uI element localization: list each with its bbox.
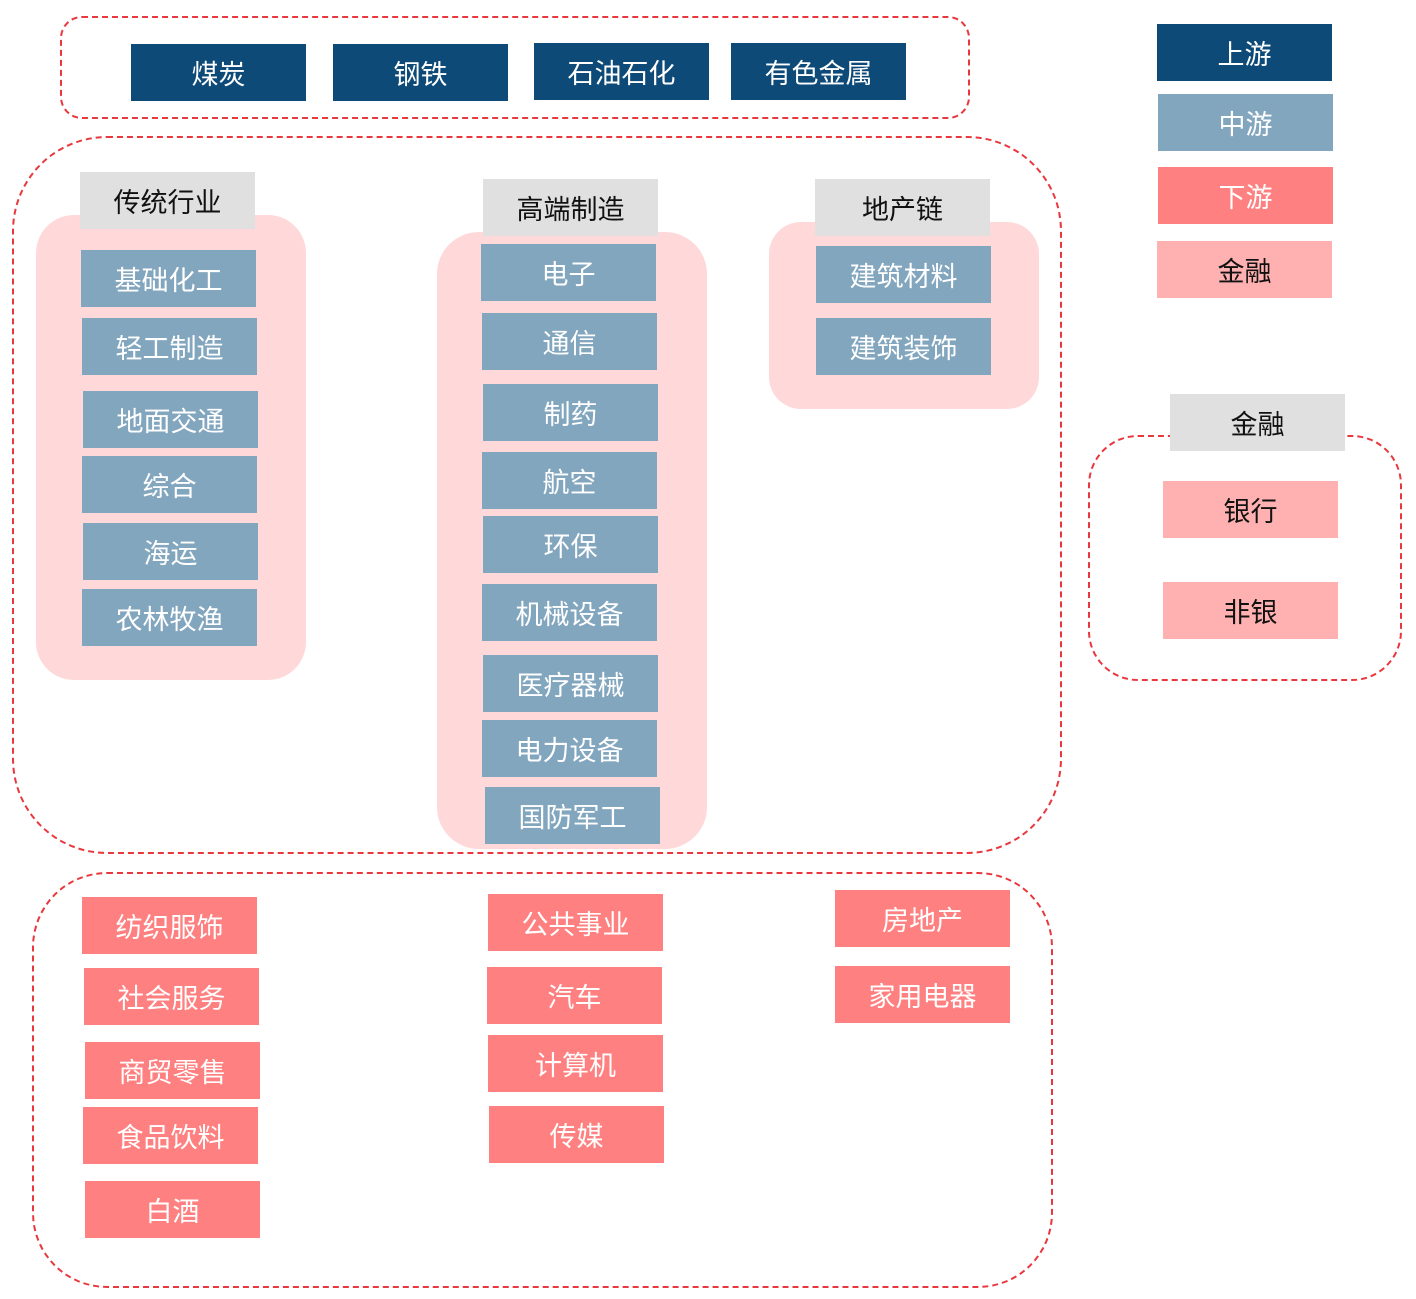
downstream-item: 食品饮料 (83, 1107, 258, 1164)
downstream-item: 商贸零售 (85, 1042, 260, 1099)
high-end-item: 电力设备 (482, 720, 657, 777)
high-end-item: 国防军工 (485, 787, 660, 844)
upstream-group-border (60, 16, 970, 119)
high-end-item: 机械设备 (482, 584, 657, 641)
high-end-item: 航空 (482, 452, 657, 509)
downstream-item: 传媒 (489, 1106, 664, 1163)
legend-midstream: 中游 (1158, 94, 1333, 151)
high-end-item: 环保 (483, 516, 658, 573)
upstream-petrochemical: 石油石化 (534, 43, 709, 100)
traditional-item: 轻工制造 (82, 318, 257, 375)
downstream-item: 公共事业 (488, 894, 663, 951)
real-estate-chain-item: 建筑材料 (816, 246, 991, 303)
high-end-item: 制药 (483, 384, 658, 441)
downstream-item: 汽车 (487, 967, 662, 1024)
real-estate-chain-item: 建筑装饰 (816, 318, 991, 375)
finance-item: 银行 (1163, 481, 1338, 538)
traditional-item: 地面交通 (83, 391, 258, 448)
traditional-item: 基础化工 (81, 250, 256, 307)
high-end-header: 高端制造 (483, 179, 658, 236)
high-end-item: 医疗器械 (483, 655, 658, 712)
finance-header: 金融 (1170, 394, 1345, 451)
downstream-item: 计算机 (488, 1035, 663, 1092)
real-estate-chain-header: 地产链 (815, 179, 990, 236)
upstream-coal: 煤炭 (131, 44, 306, 101)
high-end-item: 通信 (482, 313, 657, 370)
legend-downstream: 下游 (1158, 167, 1333, 224)
legend-upstream: 上游 (1157, 24, 1332, 81)
traditional-item: 农林牧渔 (82, 589, 257, 646)
downstream-item: 白酒 (85, 1181, 260, 1238)
traditional-item: 综合 (82, 456, 257, 513)
traditional-item: 海运 (83, 523, 258, 580)
downstream-item: 社会服务 (84, 968, 259, 1025)
finance-group-border (1088, 435, 1402, 681)
downstream-item: 房地产 (835, 890, 1010, 947)
finance-item: 非银 (1163, 582, 1338, 639)
downstream-item: 家用电器 (835, 966, 1010, 1023)
midstream-group-border (12, 136, 1062, 854)
upstream-steel: 钢铁 (333, 44, 508, 101)
upstream-nonferrous-metals: 有色金属 (731, 43, 906, 100)
downstream-item: 纺织服饰 (82, 897, 257, 954)
downstream-group-border (32, 872, 1053, 1288)
traditional-header: 传统行业 (80, 172, 255, 229)
high-end-item: 电子 (481, 244, 656, 301)
legend-finance: 金融 (1157, 241, 1332, 298)
